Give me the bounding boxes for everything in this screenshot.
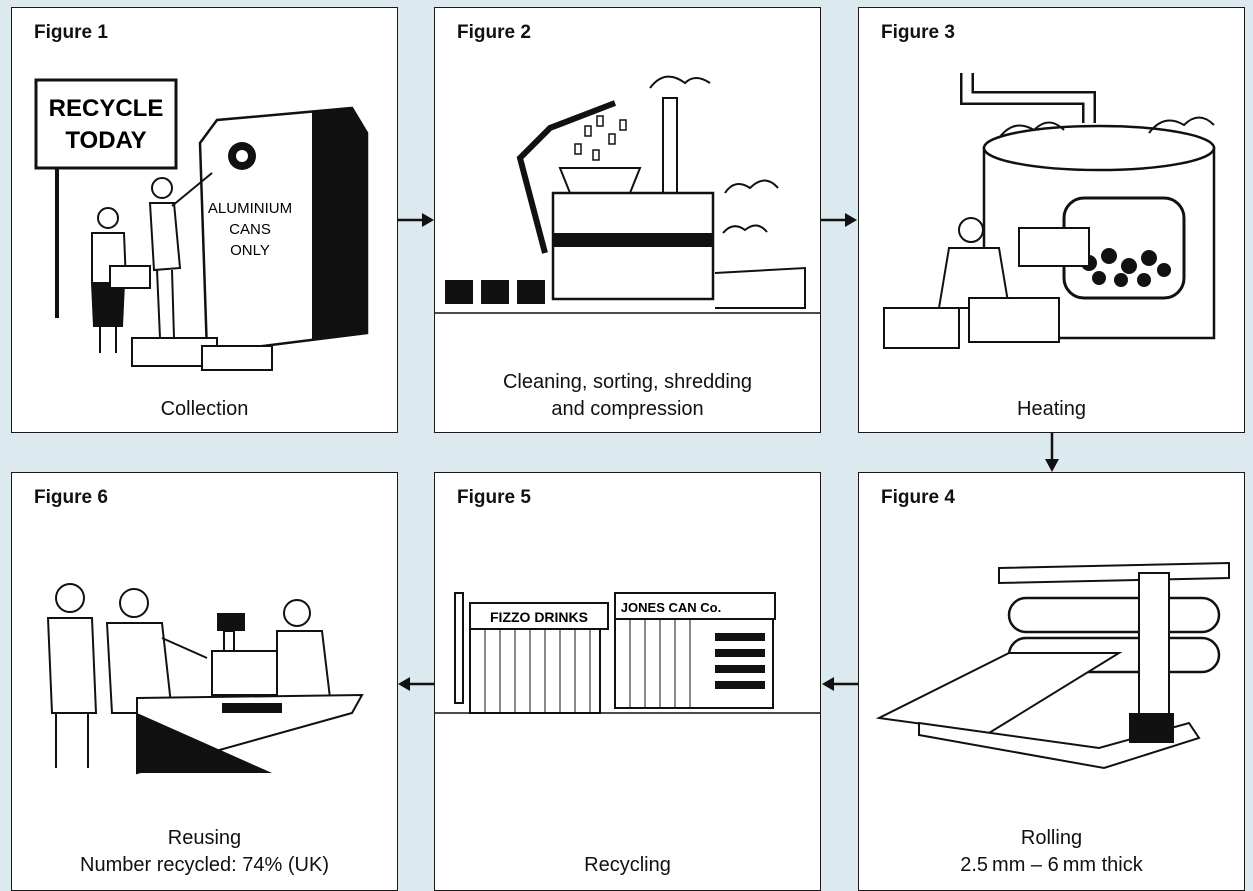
figure-4-title: Figure 4 — [881, 487, 955, 508]
jones-sign-text: JONES CAN Co. — [621, 600, 721, 615]
bin-text-1: ALUMINIUM — [208, 200, 292, 217]
fizzo-sign-text: FIZZO DRINKS — [490, 609, 588, 625]
customer-figure — [46, 583, 98, 768]
figure-1-caption: Collection — [160, 398, 249, 420]
aluminium-block — [1018, 227, 1090, 267]
arrow-left-icon — [822, 677, 858, 691]
figure-5-caption: Recycling — [584, 854, 671, 876]
furnace-illustration — [883, 73, 1216, 349]
figure-4-caption-line-1: Rolling — [1020, 827, 1083, 849]
arrow-right-icon — [821, 213, 857, 227]
fizzo-building — [469, 622, 601, 714]
worker-figure — [937, 217, 1011, 309]
sign-text-2: TODAY — [65, 127, 146, 154]
collection-illustration: RECYCLE TODAY ALUMINIUM CANS ONLY — [34, 78, 369, 371]
panel-figure-6: Figure 6 Reusing Number recycled: 74% (U… — [11, 472, 398, 891]
figure-2-caption-line-1: Cleaning, sorting, shredding — [502, 371, 753, 393]
arrow-left-icon — [398, 677, 434, 691]
panel-figure-3: Figure 3 Heating — [858, 7, 1245, 433]
man-figure — [148, 172, 213, 339]
sign-text-1: RECYCLE — [49, 95, 164, 122]
arrow-down-icon — [1045, 433, 1059, 472]
panel-figure-2: Figure 2 Cleaning, sorting, shredding an… — [434, 7, 821, 433]
panel-figure-5: Figure 5 FIZZO DRINKS JONES CAN Co. Recy… — [434, 472, 821, 891]
bin-text-3: ONLY — [230, 242, 270, 259]
figure-4-caption-line-2: 2.5 mm – 6 mm thick — [960, 854, 1143, 876]
processing-plant-illustration — [435, 75, 820, 314]
figure-6-title: Figure 6 — [34, 487, 108, 508]
figure-6-caption-line-2: Number recycled: 74% (UK) — [80, 854, 329, 876]
rolling-mill-illustration — [875, 561, 1230, 770]
panel-figure-1: Figure 1 RECYCLE TODAY ALUMINIUM CANS ON… — [11, 7, 398, 433]
bin-text-2: CANS — [229, 221, 271, 238]
arrow-right-icon — [398, 213, 434, 227]
recycle-sign — [34, 78, 178, 170]
figure-3-caption: Heating — [1017, 398, 1086, 420]
figure-5-title: Figure 5 — [457, 487, 531, 508]
jones-building — [614, 612, 774, 709]
figure-3-title: Figure 3 — [881, 22, 955, 43]
panel-figure-4: Figure 4 Rolling 2.5 mm – 6 mm thick — [858, 472, 1245, 891]
figure-2-title: Figure 2 — [457, 22, 531, 43]
figure-1-title: Figure 1 — [34, 22, 108, 43]
roller-top — [1007, 596, 1221, 634]
aluminium-sheet — [875, 652, 1123, 735]
shop-counter-illustration — [46, 583, 364, 775]
figure-6-caption-line-1: Reusing — [167, 827, 242, 849]
figure-2-caption-line-2: and compression — [551, 398, 704, 420]
factories-illustration: FIZZO DRINKS JONES CAN Co. — [435, 592, 820, 714]
cash-register — [217, 613, 245, 631]
